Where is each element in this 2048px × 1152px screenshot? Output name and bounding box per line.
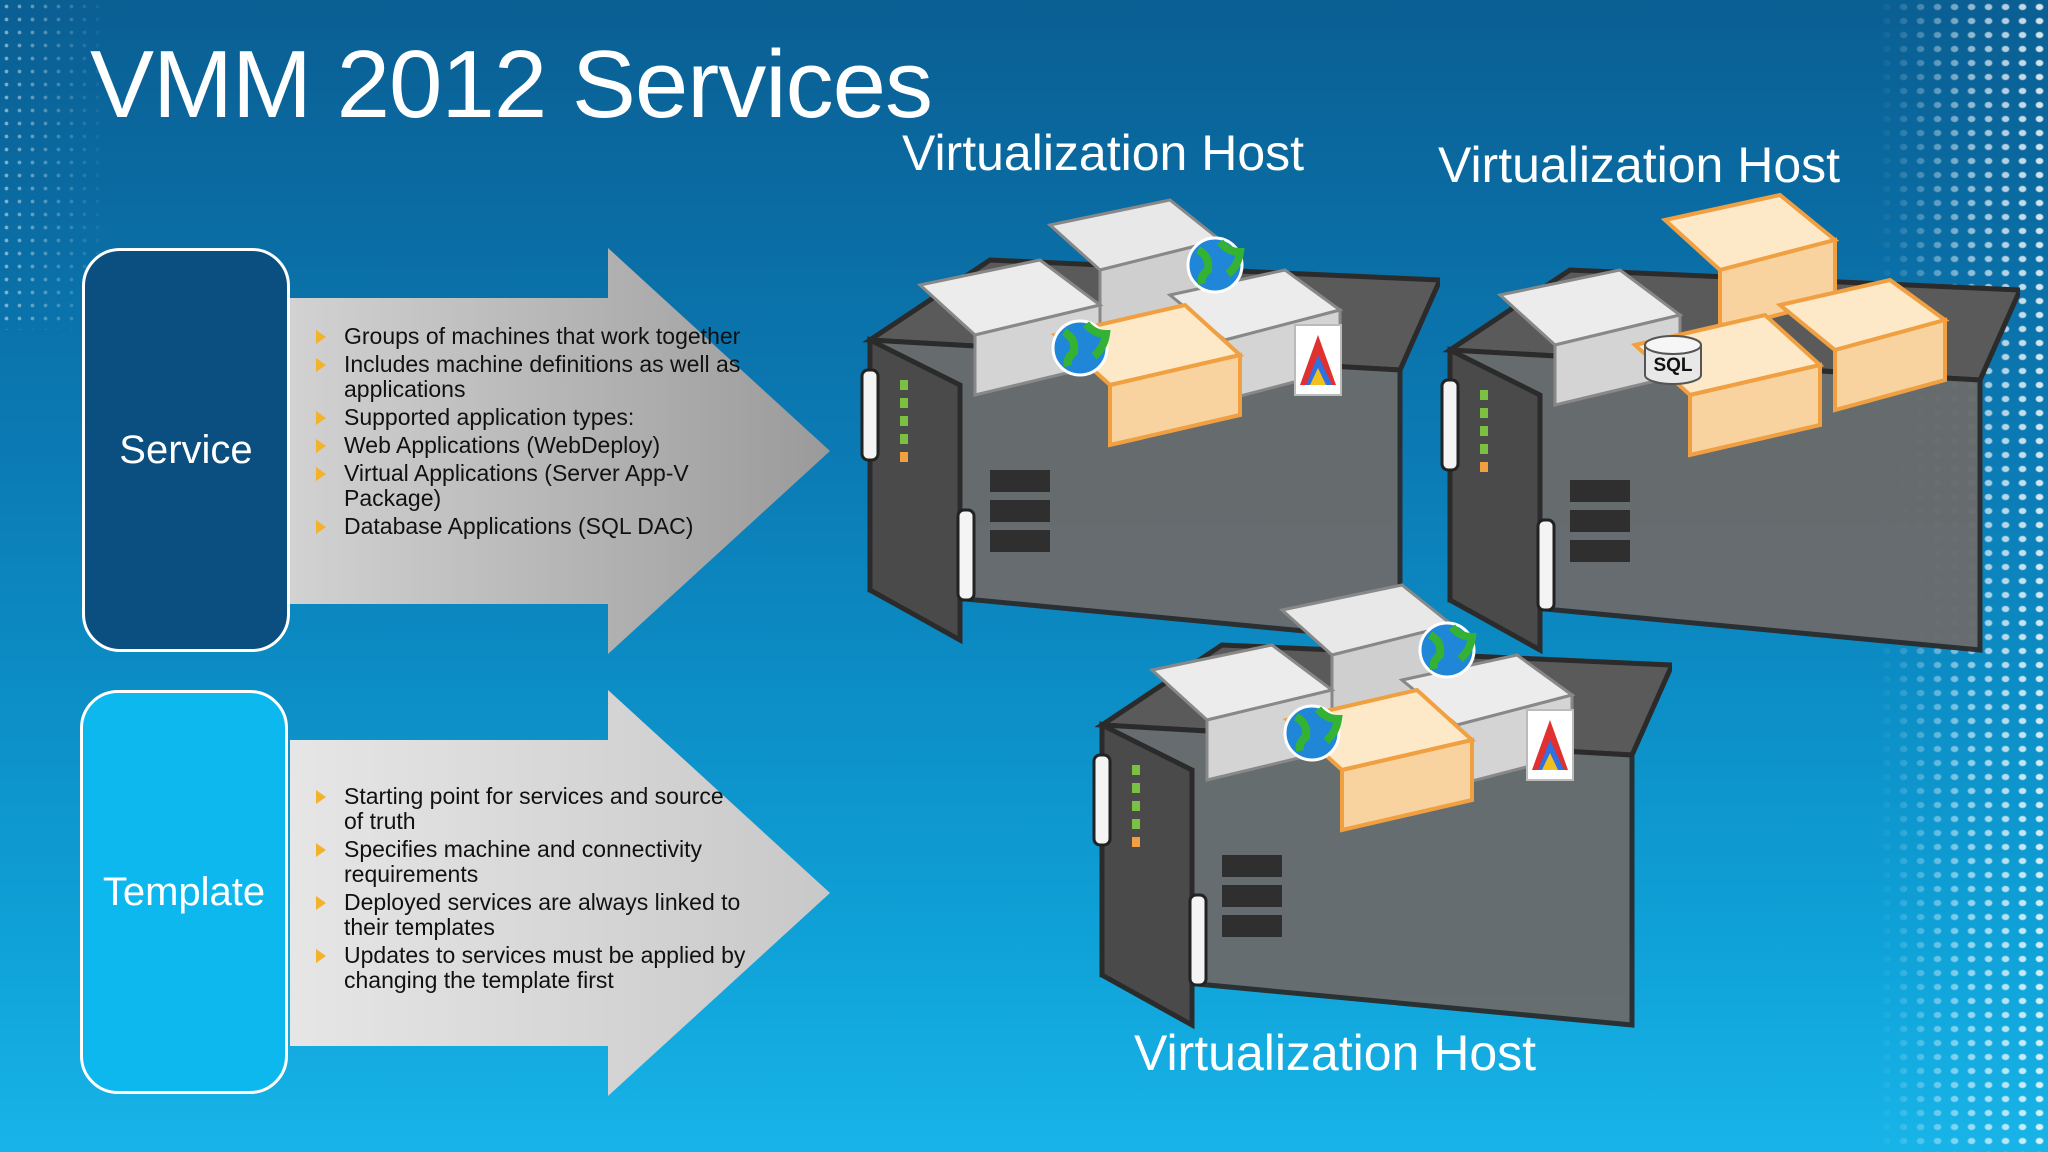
- service-bullet: Web Applications (WebDeploy): [316, 433, 746, 458]
- virtualization-host-server-icon: SQL: [1440, 192, 2020, 655]
- globe-icon: [1418, 621, 1477, 679]
- vm-box-icon: [1282, 687, 1477, 833]
- service-bullet: Groups of machines that work together: [316, 324, 746, 349]
- bullet-arrow-icon: [316, 896, 326, 910]
- template-bullet: Deployed services are always linked to t…: [316, 890, 746, 940]
- bullet-arrow-icon: [316, 358, 326, 372]
- globe-icon: [1283, 704, 1343, 762]
- bullet-arrow-icon: [316, 790, 326, 804]
- template-label: Template: [102, 869, 266, 914]
- bullet-arrow-icon: [316, 411, 326, 425]
- service-bullet-list: Groups of machines that work together In…: [316, 324, 746, 542]
- service-bullet: Virtual Applications (Server App-V Packa…: [316, 461, 746, 511]
- globe-icon: [1186, 236, 1245, 294]
- template-bullet: Specifies machine and connectivity requi…: [316, 837, 746, 887]
- service-bullet: Database Applications (SQL DAC): [316, 514, 746, 539]
- app-v-package-icon: [1526, 709, 1574, 781]
- vm-box-icon: [1496, 268, 1684, 407]
- service-label: Service: [119, 427, 253, 472]
- virtualization-host-server-icon: [1092, 583, 1672, 1030]
- template-arrow: [290, 690, 830, 1096]
- service-bullet: Supported application types:: [316, 405, 746, 430]
- host-label: Virtualization Host: [1438, 137, 1841, 193]
- bullet-arrow-icon: [316, 949, 326, 963]
- template-bullet: Updates to services must be applied by c…: [316, 943, 746, 993]
- app-v-package-icon: [1294, 324, 1342, 396]
- bullet-arrow-icon: [316, 843, 326, 857]
- template-bullet: Starting point for services and source o…: [316, 784, 746, 834]
- sql-database-icon: SQL: [1644, 335, 1702, 385]
- globe-icon: [1051, 319, 1111, 377]
- template-bullet-list: Starting point for services and source o…: [316, 784, 746, 996]
- bullet-arrow-icon: [316, 439, 326, 453]
- bullet-arrow-icon: [316, 467, 326, 481]
- slide-title: VMM 2012 Services: [90, 31, 933, 138]
- template-box: Template: [80, 690, 288, 1094]
- host-label: Virtualization Host: [1134, 1025, 1537, 1081]
- sql-label: SQL: [1653, 355, 1692, 376]
- bullet-arrow-icon: [316, 330, 326, 344]
- vm-box-icon: [1775, 277, 1950, 413]
- service-bullet: Includes machine definitions as well as …: [316, 352, 746, 402]
- host-label: Virtualization Host: [902, 125, 1305, 181]
- service-box: Service: [82, 248, 290, 652]
- service-arrow: [290, 248, 830, 654]
- bullet-arrow-icon: [316, 520, 326, 534]
